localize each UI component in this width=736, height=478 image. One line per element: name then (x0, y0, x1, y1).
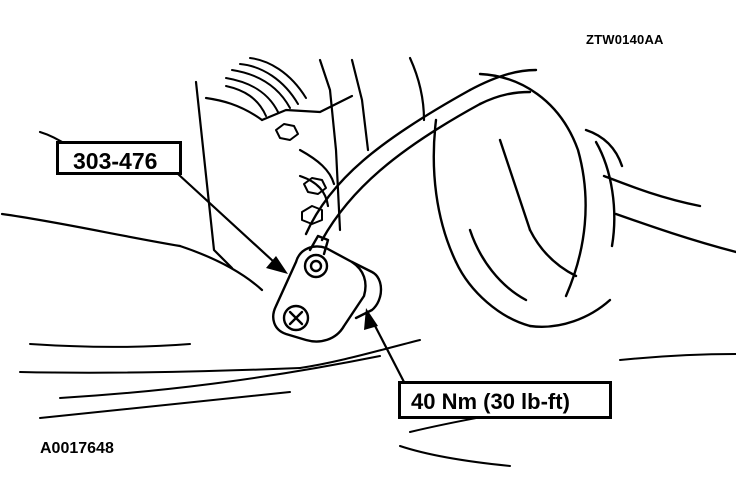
leader-lines (176, 172, 406, 384)
leader-arrowheads (266, 256, 378, 330)
oil-pan-lines (19, 339, 736, 467)
tool-number-callout: 303-476 (56, 141, 182, 175)
coolant-hose (304, 68, 538, 242)
transmission-housing (432, 72, 736, 328)
crankshaft-position-sensor (272, 234, 383, 343)
reference-code: ZTW0140AA (586, 32, 664, 47)
art-code: A0017648 (40, 440, 114, 457)
wiring-harness (225, 57, 307, 117)
mounting-bolts (275, 123, 327, 225)
torque-spec-callout: 40 Nm (30 lb-ft) (398, 381, 612, 419)
